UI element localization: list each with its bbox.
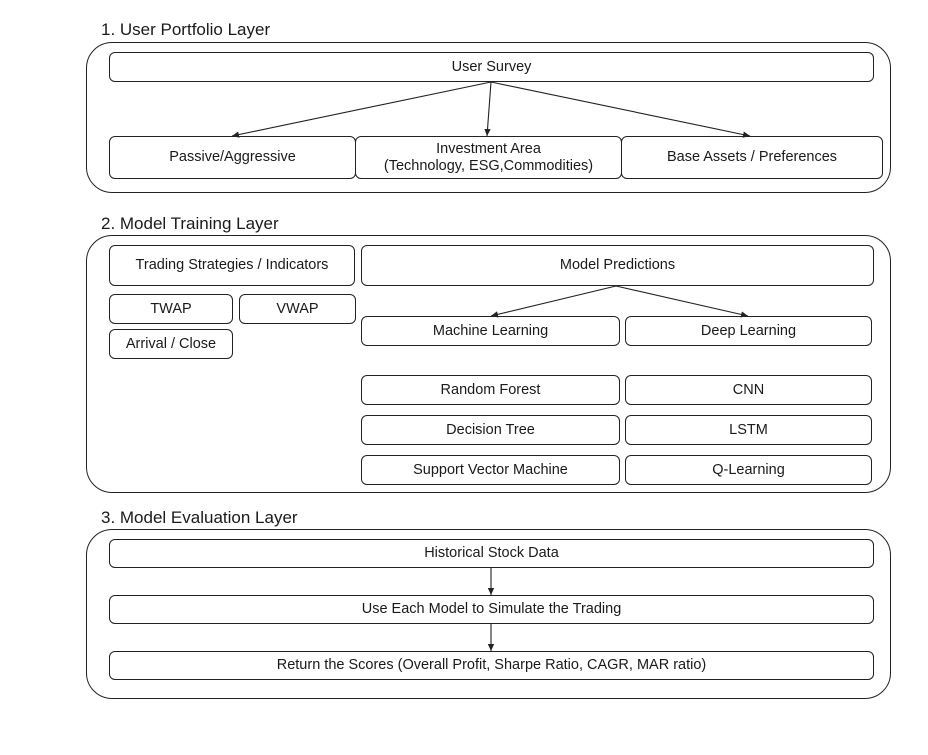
lstm-box: LSTM <box>625 415 872 445</box>
svm-box: Support Vector Machine <box>361 455 620 485</box>
layer3-title: 3. Model Evaluation Layer <box>101 508 298 527</box>
investment-area-line1: Investment Area <box>436 140 541 157</box>
investment-area-box: Investment Area (Technology, ESG,Commodi… <box>355 136 622 179</box>
base-assets-box: Base Assets / Preferences <box>621 136 883 179</box>
q-learning-box: Q-Learning <box>625 455 872 485</box>
layer2-container <box>86 235 891 493</box>
arrival-close-box: Arrival / Close <box>109 329 233 359</box>
layer1-title: 1. User Portfolio Layer <box>101 20 271 39</box>
deep-learning-box: Deep Learning <box>625 316 872 346</box>
cnn-box: CNN <box>625 375 872 405</box>
user-survey-box: User Survey <box>109 52 874 82</box>
machine-learning-box: Machine Learning <box>361 316 620 346</box>
investment-area-line2: (Technology, ESG,Commodities) <box>383 157 594 174</box>
decision-tree-box: Decision Tree <box>361 415 620 445</box>
passive-aggressive-box: Passive/Aggressive <box>109 136 356 179</box>
return-scores-box: Return the Scores (Overall Profit, Sharp… <box>109 651 874 680</box>
layer3-container <box>86 529 891 699</box>
model-predictions-box: Model Predictions <box>361 245 874 286</box>
trading-strategies-box: Trading Strategies / Indicators <box>109 245 355 286</box>
random-forest-box: Random Forest <box>361 375 620 405</box>
simulate-trading-box: Use Each Model to Simulate the Trading <box>109 595 874 624</box>
twap-box: TWAP <box>109 294 233 324</box>
layer2-title: 2. Model Training Layer <box>101 214 279 233</box>
vwap-box: VWAP <box>239 294 356 324</box>
historical-stock-data-box: Historical Stock Data <box>109 539 874 568</box>
layer1-container <box>86 42 891 193</box>
